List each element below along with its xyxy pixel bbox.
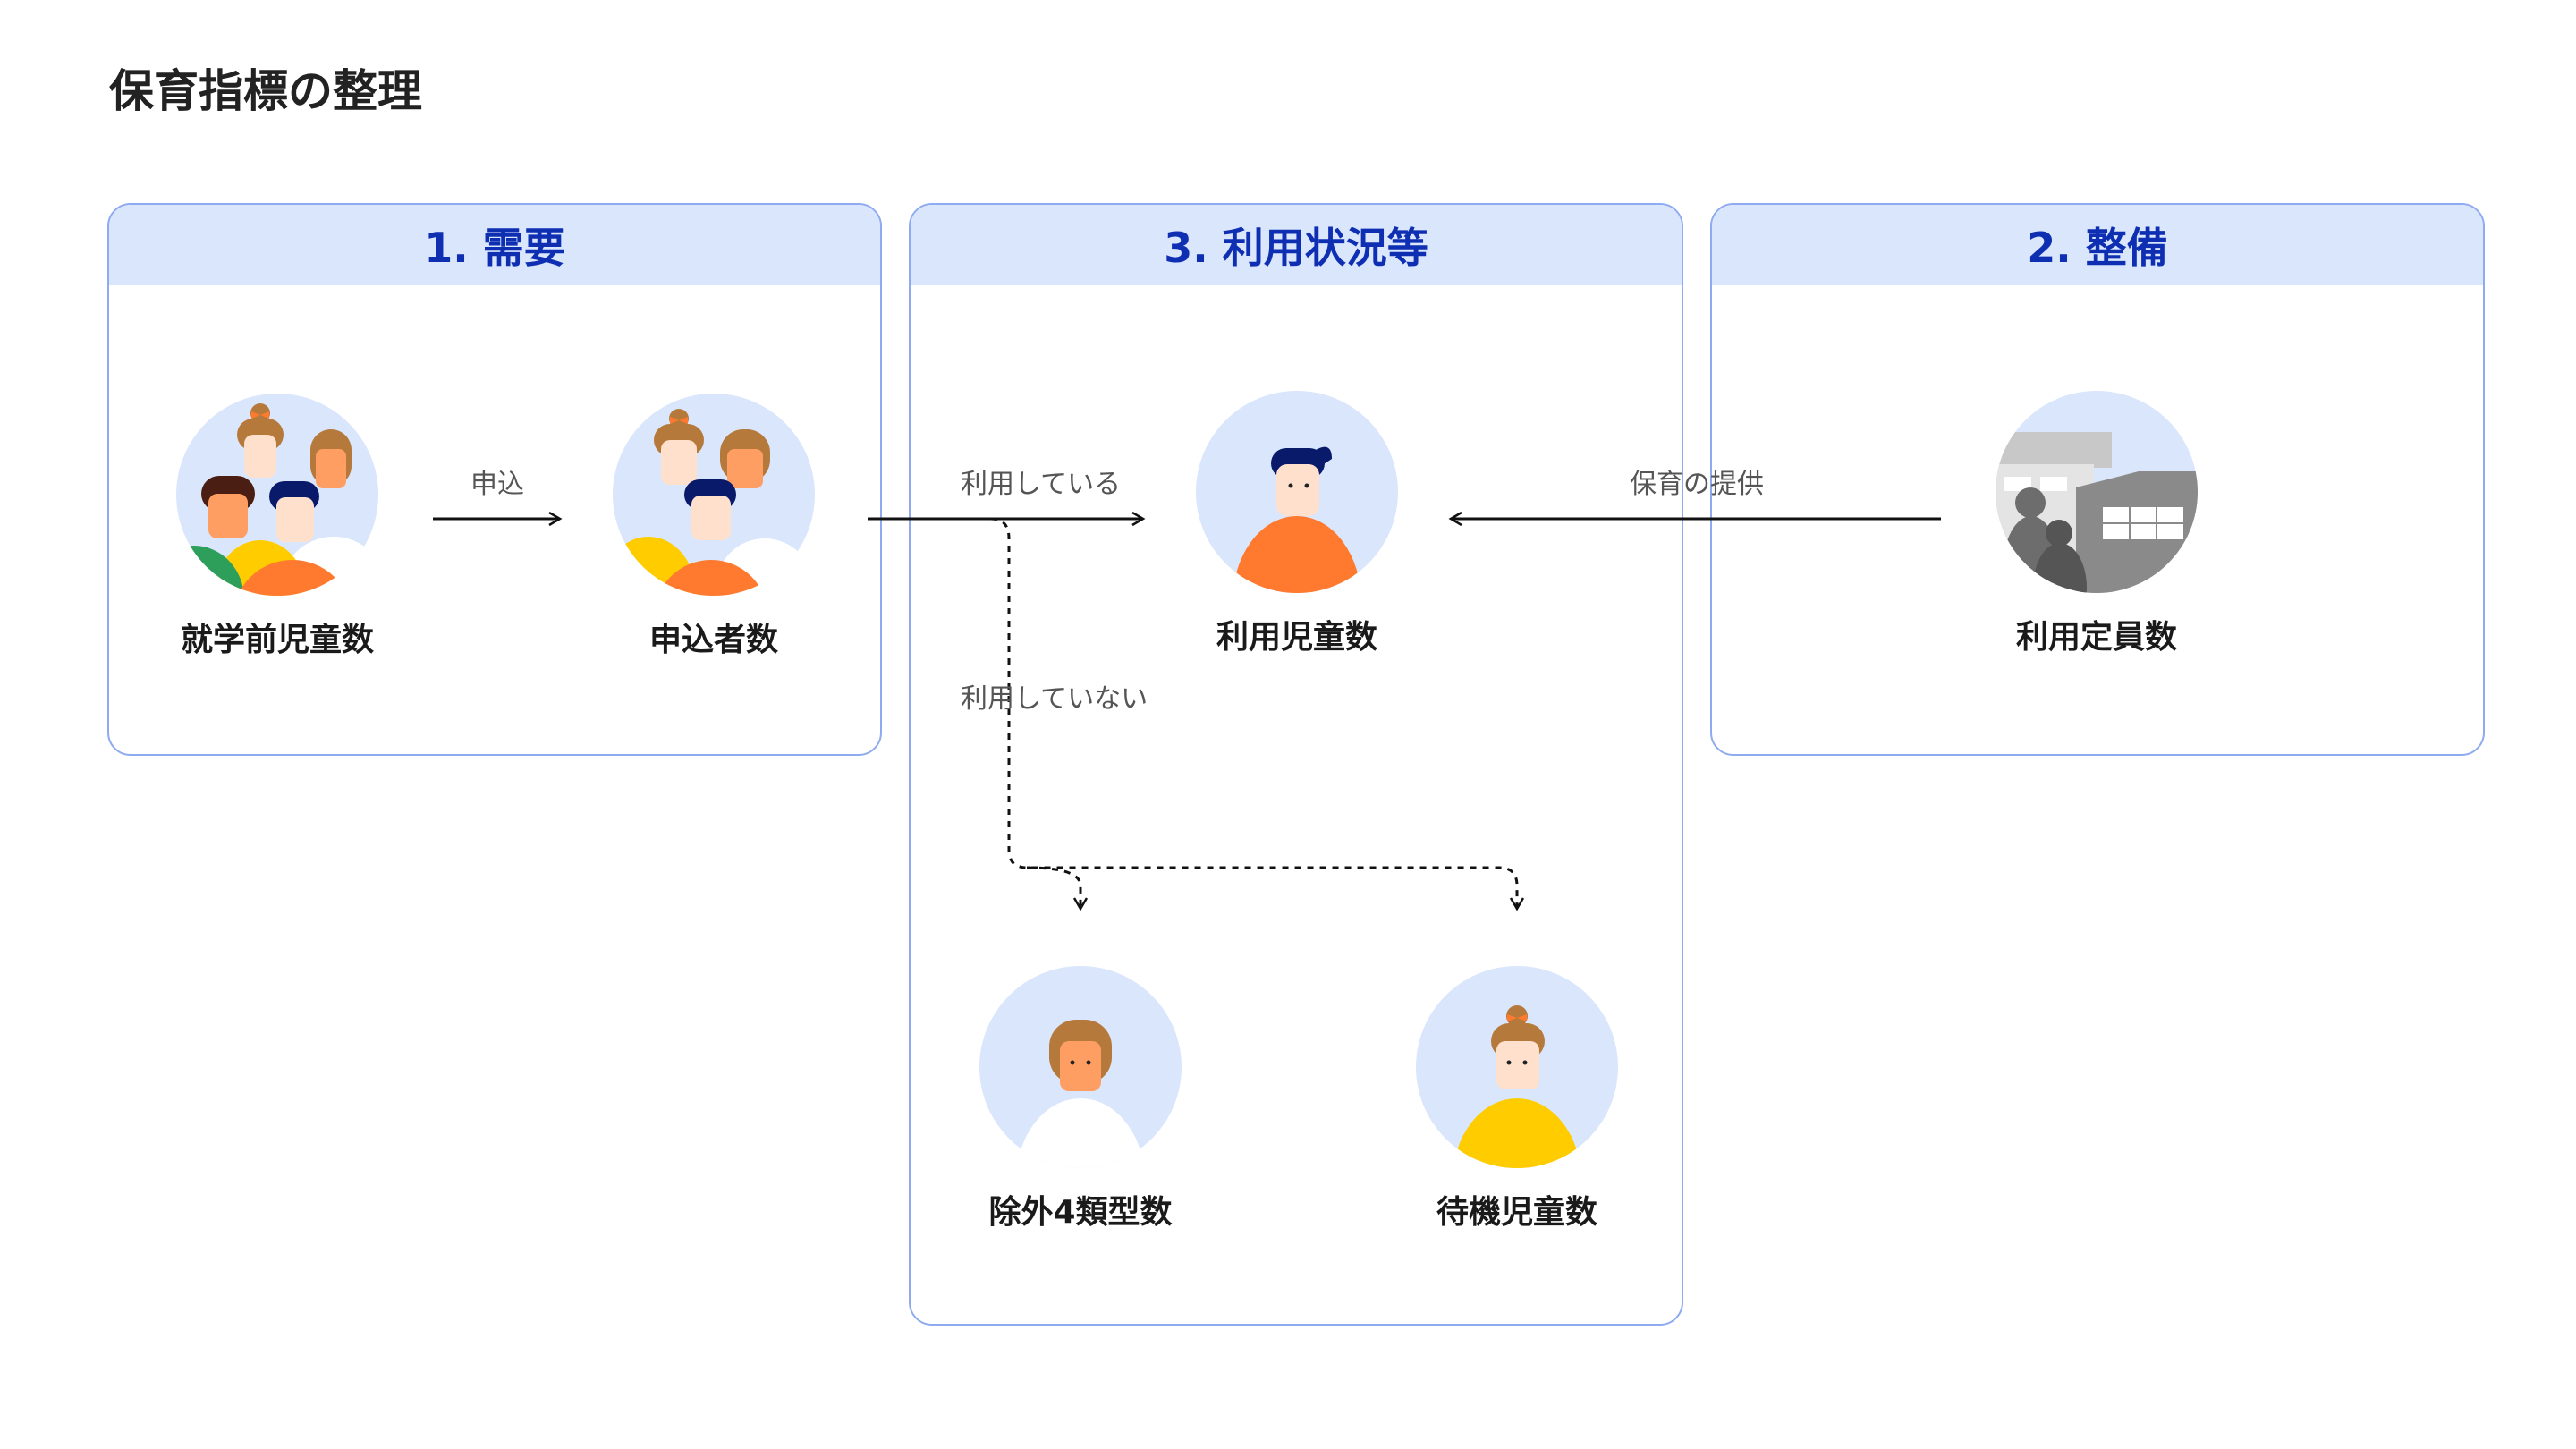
child-waiting-icon (1416, 966, 1618, 1168)
node-excluded: 除外4類型数 (946, 966, 1215, 1233)
section-demand-header: 1. 需要 (109, 205, 880, 285)
node-applicants: 申込者数 (580, 394, 848, 660)
node-label-capacity: 利用定員数 (2015, 619, 2177, 656)
edge-label-using: 利用している (961, 469, 1122, 500)
node-label-applicants: 申込者数 (648, 622, 778, 658)
node-label-preschool: 就学前児童数 (180, 622, 374, 658)
edge-label-apply: 申込 (470, 469, 524, 500)
node-preschool: 就学前児童数 (143, 394, 411, 660)
node-waiting: 待機児童数 (1383, 966, 1651, 1233)
child-user-icon (1196, 391, 1398, 593)
edge-label-provide: 保育の提供 (1630, 469, 1764, 500)
node-label-waiting: 待機児童数 (1436, 1194, 1597, 1231)
node-label-excluded: 除外4類型数 (988, 1194, 1173, 1231)
node-capacity: 利用定員数 (1962, 391, 2231, 657)
facility-building-icon (1996, 391, 2198, 593)
node-label-users: 利用児童数 (1216, 619, 1377, 656)
page-title: 保育指標の整理 (109, 65, 422, 117)
group-applicants-icon (613, 394, 815, 596)
node-users: 利用児童数 (1163, 391, 1431, 657)
section-supply-header: 2. 整備 (1712, 205, 2483, 285)
child-excluded-icon (979, 966, 1182, 1168)
arrow-excluded-branch (1026, 866, 1080, 909)
edge-label-not-using: 利用していない (961, 683, 1148, 715)
arrow-not-using (990, 517, 1517, 909)
group-children-icon (176, 394, 378, 596)
section-usage-header: 3. 利用状況等 (911, 205, 1682, 285)
